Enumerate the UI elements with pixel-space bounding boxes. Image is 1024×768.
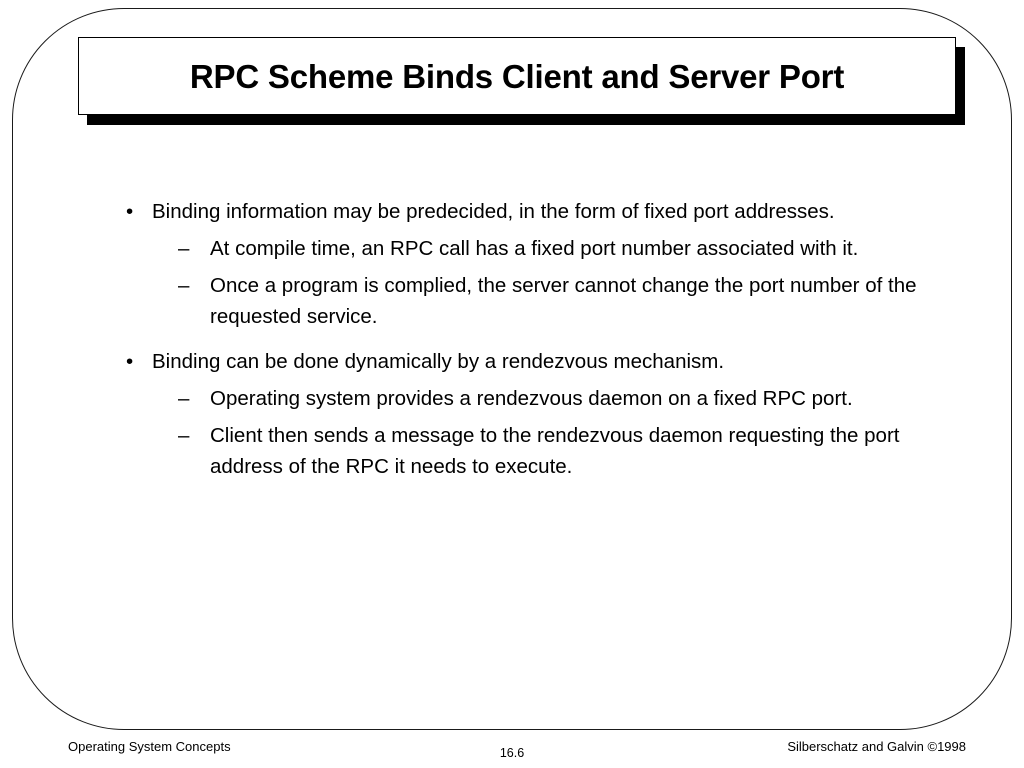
bullet-text: Binding information may be predecided, i… — [152, 200, 835, 223]
dash-marker-icon: – — [178, 424, 190, 447]
bullet-item-level1: • Binding information may be predecided,… — [120, 196, 920, 227]
bullet-text: Client then sends a message to the rende… — [210, 424, 900, 478]
bullet-dot-icon: • — [126, 200, 134, 223]
bullet-item-level2: – Operating system provides a rendezvous… — [120, 383, 920, 414]
dash-marker-icon: – — [178, 274, 190, 297]
dash-marker-icon: – — [178, 387, 190, 410]
slide-footer: Operating System Concepts 16.6 Silbersch… — [0, 738, 1024, 762]
bullet-text: Operating system provides a rendezvous d… — [210, 387, 853, 410]
bullet-group-spacer — [120, 332, 920, 346]
bullet-item-level1: • Binding can be done dynamically by a r… — [120, 346, 920, 377]
footer-book-title: Operating System Concepts — [68, 739, 231, 754]
footer-copyright: Silberschatz and Galvin ©1998 — [787, 739, 966, 754]
bullet-item-level2: – Once a program is complied, the server… — [120, 270, 920, 332]
page-title: RPC Scheme Binds Client and Server Port — [189, 57, 845, 95]
bullet-item-level2: – At compile time, an RPC call has a fix… — [120, 233, 920, 264]
slide-title-block: RPC Scheme Binds Client and Server Port — [78, 37, 965, 125]
bullet-item-level2: – Client then sends a message to the ren… — [120, 420, 920, 482]
bullet-text: Binding can be done dynamically by a ren… — [152, 350, 725, 373]
slide-body: • Binding information may be predecided,… — [120, 196, 920, 482]
bullet-text: Once a program is complied, the server c… — [210, 274, 917, 328]
title-box: RPC Scheme Binds Client and Server Port — [78, 37, 956, 115]
footer-page-number: 16.6 — [499, 746, 525, 760]
bullet-text: At compile time, an RPC call has a fixed… — [210, 237, 859, 260]
dash-marker-icon: – — [178, 237, 190, 260]
bullet-dot-icon: • — [126, 350, 134, 373]
